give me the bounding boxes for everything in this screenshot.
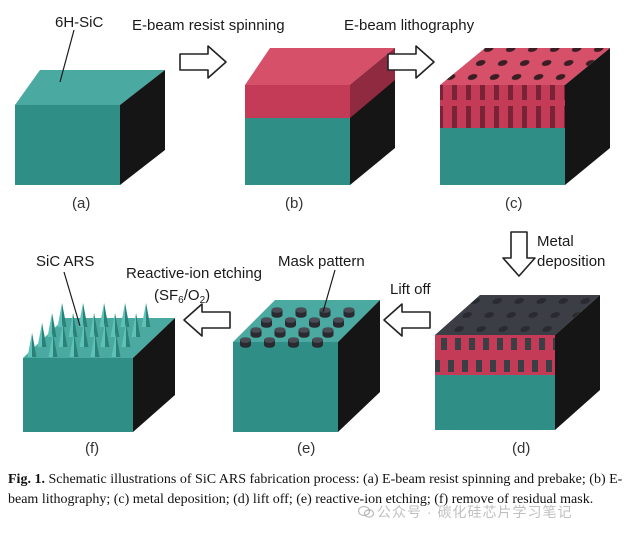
step-label-rie: Reactive-ion etching <box>126 265 262 282</box>
sic-ars-leader-line <box>63 271 81 327</box>
panel-label-b: (b) <box>285 195 303 212</box>
mask-dot <box>285 317 296 328</box>
sic-cone <box>37 323 47 347</box>
mask-dot <box>271 307 283 318</box>
block-d <box>435 295 600 430</box>
block-f-front <box>23 358 133 432</box>
mask-dot <box>288 337 299 348</box>
step-label-metal: Metal <box>537 233 574 250</box>
step-label-lithography: E-beam lithography <box>344 17 475 34</box>
caption-text: Schematic illustrations of SiC ARS fabri… <box>8 472 623 507</box>
step-label-deposition: deposition <box>537 253 605 270</box>
block-a-side <box>120 70 165 185</box>
sic-cone <box>69 333 79 357</box>
sic-cone <box>27 333 37 357</box>
arrow-d-e <box>383 303 431 337</box>
mask-dot <box>240 337 251 348</box>
material-leader-line <box>59 29 75 83</box>
sic-cone <box>57 303 67 327</box>
mask-dot <box>309 317 320 328</box>
sic-cone <box>89 313 99 337</box>
sic-cone <box>68 313 78 337</box>
mask-dot <box>322 327 334 338</box>
block-d-metal-top <box>435 295 600 335</box>
sic-cone <box>90 333 100 357</box>
block-e-side <box>338 300 380 432</box>
mask-dot <box>333 317 344 328</box>
block-f-side <box>133 318 175 432</box>
block-b-resist-side <box>350 48 395 118</box>
block-c-holes-top <box>440 48 610 85</box>
block-c-side <box>565 48 610 185</box>
sic-cone <box>120 303 130 327</box>
step-label-rie-gas: (SF6/O2) <box>154 287 210 306</box>
block-e-top <box>233 300 380 342</box>
mask-dot <box>274 327 286 338</box>
block-b-resist-top <box>245 48 395 85</box>
arrow-c-d <box>502 231 536 277</box>
panel-label-a: (a) <box>72 195 90 212</box>
mask-dot <box>264 337 275 348</box>
mask-dots <box>240 307 355 348</box>
block-e <box>233 300 380 432</box>
block-d-side <box>555 295 600 430</box>
sic-cone <box>111 333 121 357</box>
mask-dot <box>312 337 323 348</box>
mask-dot <box>295 307 307 318</box>
step-label-resist-spinning: E-beam resist spinning <box>132 17 285 34</box>
block-d-metal-front <box>435 335 555 375</box>
sic-cone <box>110 313 120 337</box>
sic-cone <box>47 313 57 337</box>
block-c-sic-front <box>440 128 565 185</box>
mask-dot <box>298 327 310 338</box>
watermark: 公众号 · 碳化硅芯片学习笔记 <box>358 502 572 522</box>
figure-number: Fig. 1. <box>8 472 45 487</box>
block-c-comb-front <box>440 85 565 128</box>
material-label: 6H-SiC <box>55 14 104 31</box>
sic-cone <box>58 323 68 347</box>
mask-dot <box>319 307 331 318</box>
sic-cone <box>100 323 110 347</box>
mask-dot <box>250 327 262 338</box>
mask-dot <box>261 317 272 328</box>
block-a-top <box>15 70 165 105</box>
block-c <box>440 48 610 185</box>
block-a <box>15 70 165 185</box>
wechat-icon <box>358 505 374 518</box>
sic-cone <box>131 313 141 337</box>
panel-label-d: (d) <box>512 440 530 457</box>
sic-cone <box>48 333 58 357</box>
watermark-text: 公众号 · 碳化硅芯片学习笔记 <box>377 504 573 520</box>
block-a-front <box>15 105 120 185</box>
arrow-e-f <box>183 303 231 337</box>
figure-caption: Fig. 1. Schematic illustrations of SiC A… <box>8 470 628 510</box>
block-b <box>245 48 395 185</box>
sic-cones <box>27 303 151 357</box>
sic-ars-label: SiC ARS <box>36 253 94 270</box>
panel-label-f: (f) <box>85 440 99 457</box>
fabrication-diagram: 6H-SiC (a) E-beam resist spinning (b) E-… <box>15 14 610 457</box>
sic-cone <box>121 323 131 347</box>
mask-pattern-label: Mask pattern <box>278 253 365 270</box>
sic-cone <box>99 303 109 327</box>
block-f <box>23 303 175 432</box>
arrow-b-c <box>387 45 435 79</box>
step-label-lift-off: Lift off <box>390 281 431 298</box>
panel-label-e: (e) <box>297 440 315 457</box>
sic-cone <box>141 303 151 327</box>
block-d-sic-front <box>435 375 555 430</box>
panel-label-c: (c) <box>505 195 523 212</box>
block-b-resist-front <box>245 85 350 118</box>
mask-dot <box>343 307 355 318</box>
block-b-sic-front <box>245 118 350 185</box>
sic-cone <box>78 303 88 327</box>
block-e-front <box>233 342 338 432</box>
arrow-a-b <box>179 45 227 79</box>
mask-pattern-leader-line <box>322 269 336 313</box>
sic-cone <box>79 323 89 347</box>
